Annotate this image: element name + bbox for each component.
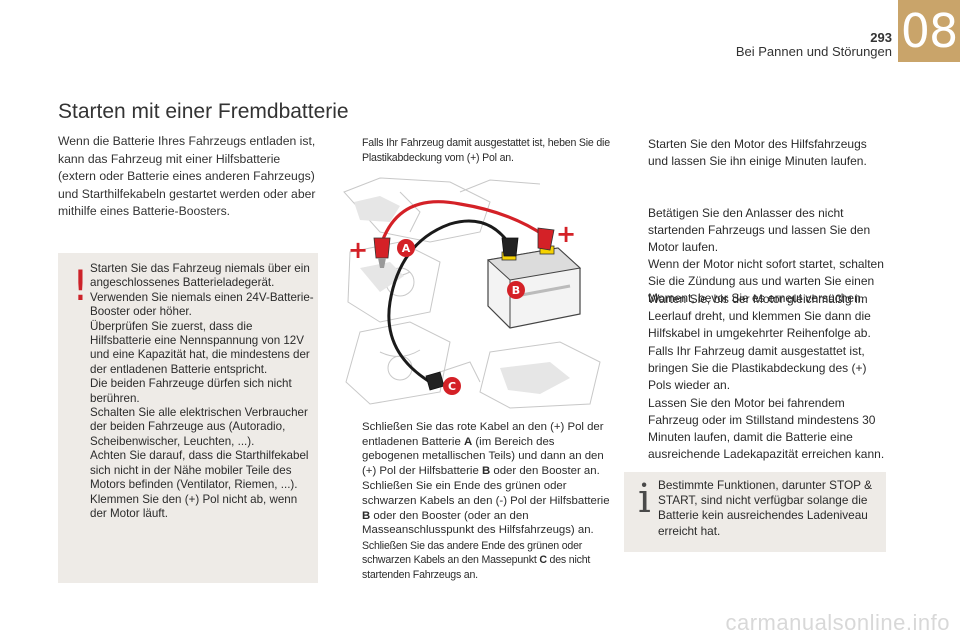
info-icon: i	[638, 476, 651, 522]
info-box: i Bestimmte Funktionen, darunter STOP & …	[624, 472, 886, 552]
step-text: Schließen Sie ein Ende des grünen oder s…	[362, 480, 610, 537]
intro-text: Wenn die Batterie Ihres Fahrzeugs entlad…	[58, 134, 316, 218]
chapter-title: Bei Pannen und Störungen	[735, 44, 892, 59]
steps-right-bottom: Warten Sie, bis der Motor gleichmäßig im…	[626, 291, 888, 464]
chapter-tab: 08	[898, 0, 960, 62]
step-item: Lassen Sie den Motor bei fahrendem Fahrz…	[626, 395, 888, 463]
step-item: Schließen Sie das andere Ende des grünen…	[340, 539, 610, 583]
step-item: Schließen Sie das rote Kabel an den (+) …	[340, 420, 610, 478]
plus-symbol-left: +	[348, 236, 368, 264]
label-a: A	[402, 242, 411, 255]
step-text: Falls Ihr Fahrzeug damit ausgestattet is…	[362, 137, 610, 164]
step-text: Betätigen Sie den Anlasser des nicht sta…	[648, 206, 884, 305]
step-text: Falls Ihr Fahrzeug damit ausgestattet is…	[648, 344, 867, 392]
jump-start-illustration: + + A B C	[340, 172, 612, 412]
clamp-red-b	[537, 227, 555, 251]
step-item: Starten Sie den Motor des Hilfsfahrzeugs…	[626, 136, 888, 170]
auxiliary-battery	[486, 245, 582, 329]
section-title: Starten mit einer Fremdbatterie	[58, 100, 349, 123]
steps-middle-top: Falls Ihr Fahrzeug damit ausgestattet is…	[340, 136, 610, 166]
page-number: 293	[870, 30, 892, 45]
watermark: carmanualsonline.info	[725, 610, 950, 635]
step-text: Schließen Sie das rote Kabel an den (+) …	[362, 421, 604, 477]
warning-box: ! Starten Sie das Fahrzeug niemals über …	[58, 253, 318, 583]
plus-symbol-right: +	[556, 220, 576, 248]
step-text: Starten Sie den Motor des Hilfsfahrzeugs…	[648, 137, 867, 168]
info-text: Bestimmte Funktionen, darunter STOP & ST…	[658, 478, 872, 538]
clamp-red-a	[373, 237, 391, 268]
step-item: Warten Sie, bis der Motor gleichmäßig im…	[626, 291, 888, 342]
steps-right-top: Starten Sie den Motor des Hilfsfahrzeugs…	[626, 136, 888, 308]
step-text: Warten Sie, bis der Motor gleichmäßig im…	[648, 292, 871, 340]
step-text: Lassen Sie den Motor bei fahrendem Fahrz…	[648, 396, 885, 461]
warning-icon: !	[72, 261, 89, 310]
clamp-black-b	[501, 237, 519, 257]
step-item: Falls Ihr Fahrzeug damit ausgestattet is…	[340, 136, 610, 165]
warning-text: Starten Sie das Fahrzeug niemals über ei…	[90, 262, 314, 520]
engine-bay-drawing: + + A B C	[340, 172, 612, 412]
step-item: Betätigen Sie den Anlasser des nicht sta…	[626, 171, 888, 307]
step-item: Schließen Sie ein Ende des grünen oder s…	[340, 479, 610, 537]
label-b: B	[512, 284, 520, 297]
step-item: Falls Ihr Fahrzeug damit ausgestattet is…	[626, 343, 888, 394]
step-text: Schließen Sie das andere Ende des grünen…	[362, 539, 591, 581]
label-c: C	[448, 380, 456, 393]
steps-middle-bottom: Schließen Sie das rote Kabel an den (+) …	[340, 420, 610, 584]
